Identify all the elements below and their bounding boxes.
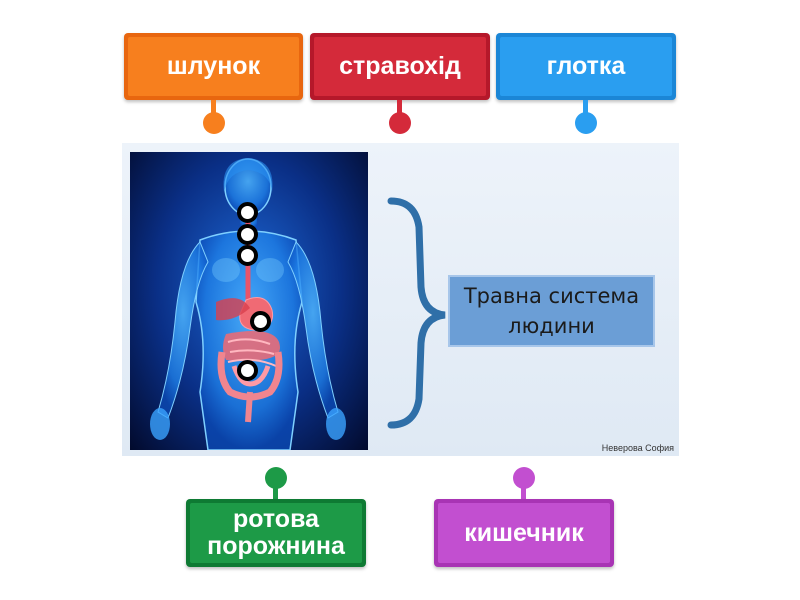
digestive-system-illustration (150, 158, 346, 450)
drop-target-marker[interactable] (237, 202, 258, 223)
drag-pin-esophagus[interactable] (389, 112, 411, 134)
drop-target-marker[interactable] (237, 360, 258, 381)
human-body-image (130, 152, 368, 450)
curly-brace (387, 197, 446, 429)
drag-pin-pharynx[interactable] (575, 112, 597, 134)
label-tile-esophagus[interactable]: стравохід (310, 33, 490, 100)
drop-target-marker[interactable] (250, 311, 271, 332)
label-tile-stomach-text: шлунок (166, 52, 261, 80)
author-credit: Неверова София (601, 443, 674, 453)
pin-stem (397, 100, 402, 114)
drop-target-marker[interactable] (237, 224, 258, 245)
pin-stem (521, 485, 526, 501)
drop-target-marker[interactable] (237, 245, 258, 266)
label-tile-intestine[interactable]: кишечник (434, 499, 614, 567)
label-tile-pharynx-text: глотка (546, 52, 626, 80)
label-tile-esophagus-text: стравохід (339, 52, 461, 80)
pin-stem (273, 485, 278, 501)
drag-pin-intestine[interactable] (513, 467, 535, 489)
label-tile-pharynx[interactable]: глотка (496, 33, 676, 100)
diagram-caption: Травна система людини (463, 284, 640, 338)
drag-pin-mouth[interactable] (265, 467, 287, 489)
pin-stem (211, 100, 216, 114)
diagram-caption-box: Травна система людини (448, 275, 655, 347)
drag-pin-stomach[interactable] (203, 112, 225, 134)
label-tile-stomach[interactable]: шлунок (124, 33, 303, 100)
label-tile-intestine-text: кишечник (464, 518, 584, 547)
label-tile-mouth-text: ротова порожнина (207, 505, 345, 560)
label-tile-mouth[interactable]: ротова порожнина (186, 499, 366, 567)
pin-stem (583, 100, 588, 114)
